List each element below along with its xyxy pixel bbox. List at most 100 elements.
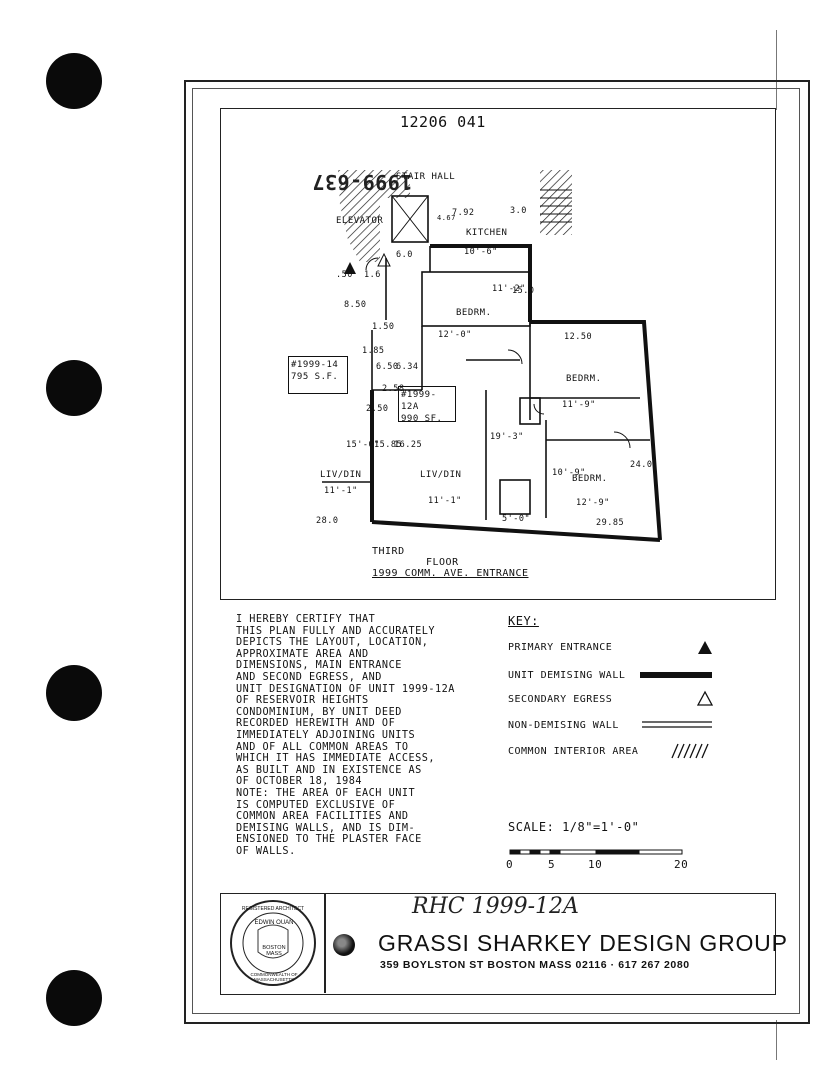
dimension: 2.58 — [382, 384, 405, 394]
floor-label-line-1: THIRD — [372, 546, 405, 557]
key-primary-entrance: PRIMARY ENTRANCE — [508, 642, 613, 653]
dimension: 12'-0" — [438, 330, 472, 340]
cert-line: ENSIONED TO THE PLASTER FACE — [236, 834, 422, 846]
company-name: GRASSI SHARKEY DESIGN GROUP — [378, 930, 788, 956]
cert-line: CONDOMINIUM, BY UNIT DEED — [236, 706, 402, 718]
unit-number: #1999-12A — [401, 390, 437, 412]
dimension: 11'-2" — [492, 284, 526, 294]
bedroom-2-label: BEDRM. — [566, 374, 602, 384]
dimension: 6.50 — [376, 362, 399, 372]
plan-sheet-inner-border — [192, 88, 800, 1014]
key-non-demising-wall: NON-DEMISING WALL — [508, 720, 619, 731]
dimension: 5'-0" — [502, 514, 531, 524]
architect-seal — [230, 900, 316, 986]
handwritten-unit-note: RHC 1999-12A — [412, 894, 579, 919]
seal-text-bottom: COMMONWEALTH OF MASSACHUSETTS — [250, 972, 298, 982]
cert-line: DIMENSIONS, MAIN ENTRANCE — [236, 660, 402, 672]
interior-walls — [322, 246, 650, 520]
floor-label-line-2: FLOOR — [426, 557, 459, 568]
key-common-interior-area: COMMON INTERIOR AREA — [508, 746, 639, 757]
title-block — [220, 893, 776, 995]
thick-line-icon — [640, 672, 712, 678]
punch-hole-1 — [46, 53, 102, 109]
elevator-box — [391, 195, 429, 243]
dimension: 19'-3" — [490, 432, 524, 442]
bedroom-3-label: BEDRM. — [572, 474, 608, 484]
key-unit-demising-wall: UNIT DEMISING WALL — [508, 670, 626, 681]
liv-din-label: LIV/DIN — [420, 470, 462, 480]
key-title: KEY: — [508, 614, 539, 628]
scale-bar — [509, 849, 683, 855]
dimension: 6.0 — [396, 250, 413, 260]
adjacent-unit-number: #1999-14 — [291, 360, 339, 370]
title-block-divider — [324, 893, 326, 993]
cert-line: DEMISING WALLS, AND IS DIM- — [236, 822, 416, 834]
seal-text-name: EDWIN OUAN — [254, 920, 294, 926]
dimension: .50 — [336, 270, 353, 280]
adjacent-unit-area: 795 S.F. — [291, 372, 339, 382]
cert-line: IMMEDIATELY ADJOINING UNITS — [236, 729, 416, 741]
unit-box: #1999-12A 990 SF. — [398, 386, 456, 424]
floor-plan-frame — [220, 108, 776, 600]
cert-line: IS COMPUTED EXCLUSIVE OF — [236, 799, 396, 811]
plan-sheet-border — [184, 80, 810, 1024]
cert-line: AS BUILT AND IN EXISTENCE AS — [236, 764, 422, 776]
dimension: 1.6 — [364, 270, 381, 280]
scale-tick-20: 20 — [674, 858, 689, 871]
certification-text: I HEREBY CERTIFY THAT THIS PLAN FULLY AN… — [236, 614, 476, 857]
cert-line: OF OCTOBER 18, 1984 — [236, 776, 363, 788]
cert-line: AND SECOND EGRESS, AND — [236, 671, 382, 683]
scale-tick-5: 5 — [548, 858, 556, 871]
cert-line: RECORDED HEREWITH AND OF — [236, 718, 396, 730]
dimension: 15.0 — [512, 286, 535, 296]
cert-line: THIS PLAN FULLY AND ACCURATELY — [236, 625, 436, 637]
open-triangle-icon — [696, 690, 714, 706]
elevator-label: ELEVATOR — [336, 216, 384, 226]
seal-text-city: BOSTON MASS — [262, 945, 286, 957]
bedroom-1-label: BEDRM. — [456, 308, 492, 318]
cert-line: APPROXIMATE AREA AND — [236, 648, 369, 660]
scan-edge-mark — [776, 30, 777, 110]
dimension: 6.34 — [396, 362, 419, 372]
dimension: 8.50 — [344, 300, 367, 310]
cert-line: COMMON AREA FACILITIES AND — [236, 811, 409, 823]
dimension: 28.0 — [316, 516, 339, 526]
seal-text-top: REGISTERED ARCHITECT — [241, 906, 305, 912]
adjacent-unit-box: #1999-14 795 S.F. — [288, 356, 348, 394]
filled-triangle-icon — [698, 641, 712, 654]
company-address: 359 BOYLSTON ST BOSTON MASS 02116 · 617 … — [380, 959, 690, 971]
punch-hole-3 — [46, 665, 102, 721]
dimension: 29.85 — [596, 518, 625, 528]
company-logo-icon — [333, 934, 355, 956]
adjacent-liv-din-label: LIV/DIN — [320, 470, 362, 480]
dimension: 10'-6" — [464, 247, 498, 257]
key-secondary-egress: SECONDARY EGRESS — [508, 694, 613, 705]
secondary-egress-marker — [377, 252, 391, 267]
cert-line: OF RESERVOIR HEIGHTS — [236, 695, 369, 707]
dimension: 24.0 — [630, 460, 653, 470]
dimension: 11'-1" — [428, 496, 462, 506]
dimension: 4.67 — [437, 214, 456, 222]
unit-area: 990 SF. — [401, 414, 443, 424]
punch-hole-2 — [46, 360, 102, 416]
stair-hall-label: STAIR HALL — [396, 172, 456, 182]
document-number: 12206 041 — [400, 113, 486, 131]
dimension: 15'-0" — [346, 440, 380, 450]
dimension: 11'-1" — [324, 486, 358, 496]
dimension: 12.50 — [564, 332, 593, 342]
cert-line: OF WALLS. — [236, 845, 296, 857]
dimension: 7.92 — [452, 208, 475, 218]
dimension: 1.85 — [362, 346, 385, 356]
primary-entrance-marker — [344, 262, 356, 274]
dimension: 15.85 — [374, 440, 403, 450]
cert-line: AND OF ALL COMMON AREAS TO — [236, 741, 409, 753]
punch-hole-4 — [46, 970, 102, 1026]
cert-line: WHICH IT HAS IMMEDIATE ACCESS, — [236, 753, 436, 765]
scale-label: SCALE: 1/8"=1'-0" — [508, 820, 640, 834]
dimension: 3.0 — [510, 206, 527, 216]
cert-line: NOTE: THE AREA OF EACH UNIT — [236, 787, 416, 799]
hatch-icon — [671, 743, 709, 759]
scale-tick-10: 10 — [588, 858, 603, 871]
